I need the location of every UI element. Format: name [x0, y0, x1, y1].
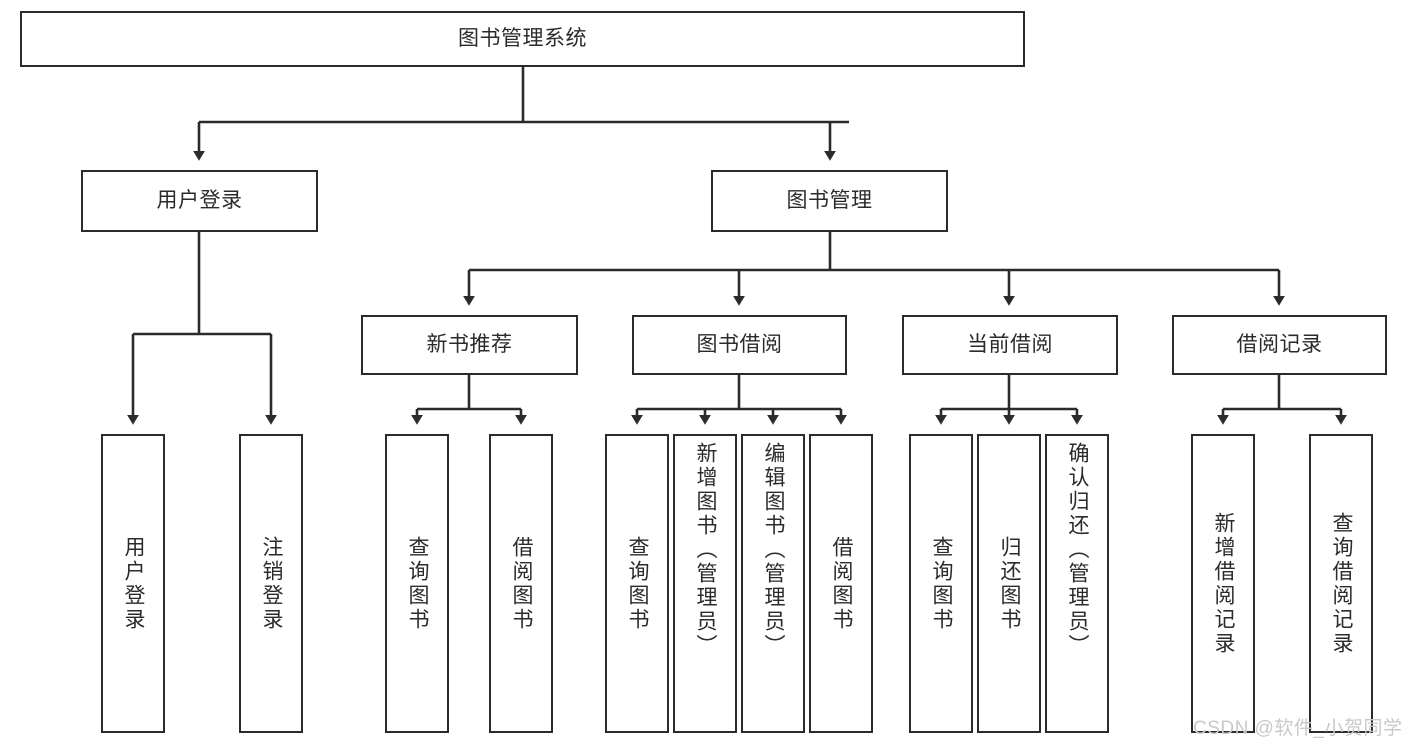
node-leaf-add-record[interactable]: 新增借阅记录: [1191, 434, 1255, 733]
node-leaf-query-record-label: 查询借阅记录: [1330, 511, 1354, 656]
node-leaf-user-logout-label: 注销登录: [260, 535, 284, 632]
node-borrow-record[interactable]: 借阅记录: [1172, 315, 1387, 375]
node-leaf-query-book-3-label: 查询图书: [930, 535, 954, 632]
node-root[interactable]: 图书管理系统: [20, 11, 1025, 67]
node-leaf-return-book-label: 归还图书: [998, 535, 1022, 632]
node-borrow-record-label: 借阅记录: [1236, 332, 1323, 356]
node-leaf-query-book-3[interactable]: 查询图书: [909, 434, 973, 733]
node-leaf-return-book[interactable]: 归还图书: [977, 434, 1041, 733]
node-leaf-query-record[interactable]: 查询借阅记录: [1309, 434, 1373, 733]
node-leaf-query-book-1[interactable]: 查询图书: [385, 434, 449, 733]
node-leaf-borrow-book-1[interactable]: 借阅图书: [489, 434, 553, 733]
node-user-login-label: 用户登录: [156, 188, 243, 212]
node-new-book-recommend[interactable]: 新书推荐: [361, 315, 578, 375]
node-leaf-user-login[interactable]: 用户登录: [101, 434, 165, 733]
node-root-label: 图书管理系统: [458, 26, 587, 50]
node-leaf-borrow-book-1-label: 借阅图书: [510, 535, 534, 632]
node-leaf-add-record-label: 新增借阅记录: [1212, 511, 1236, 656]
node-leaf-confirm-return-label: 确认归还（管理员）: [1066, 442, 1090, 658]
node-book-management[interactable]: 图书管理: [711, 170, 948, 232]
node-leaf-add-book-label: 新增图书（管理员）: [694, 442, 718, 658]
node-book-borrow-label: 图书借阅: [696, 332, 783, 356]
node-leaf-confirm-return[interactable]: 确认归还（管理员）: [1045, 434, 1109, 733]
node-current-borrow-label: 当前借阅: [967, 332, 1053, 356]
node-leaf-edit-book[interactable]: 编辑图书（管理员）: [741, 434, 805, 733]
node-leaf-query-book-2-label: 查询图书: [626, 535, 650, 632]
node-leaf-query-book-1-label: 查询图书: [406, 535, 430, 632]
node-book-borrow[interactable]: 图书借阅: [632, 315, 847, 375]
node-leaf-borrow-book-2[interactable]: 借阅图书: [809, 434, 873, 733]
node-leaf-user-login-label: 用户登录: [122, 535, 146, 632]
node-leaf-user-logout[interactable]: 注销登录: [239, 434, 303, 733]
node-leaf-borrow-book-2-label: 借阅图书: [830, 535, 854, 632]
node-leaf-edit-book-label: 编辑图书（管理员）: [762, 442, 786, 658]
node-user-login[interactable]: 用户登录: [81, 170, 318, 232]
node-book-management-label: 图书管理: [786, 188, 873, 212]
node-current-borrow[interactable]: 当前借阅: [902, 315, 1118, 375]
node-leaf-query-book-2[interactable]: 查询图书: [605, 434, 669, 733]
node-new-book-recommend-label: 新书推荐: [426, 332, 513, 356]
node-leaf-add-book[interactable]: 新增图书（管理员）: [673, 434, 737, 733]
